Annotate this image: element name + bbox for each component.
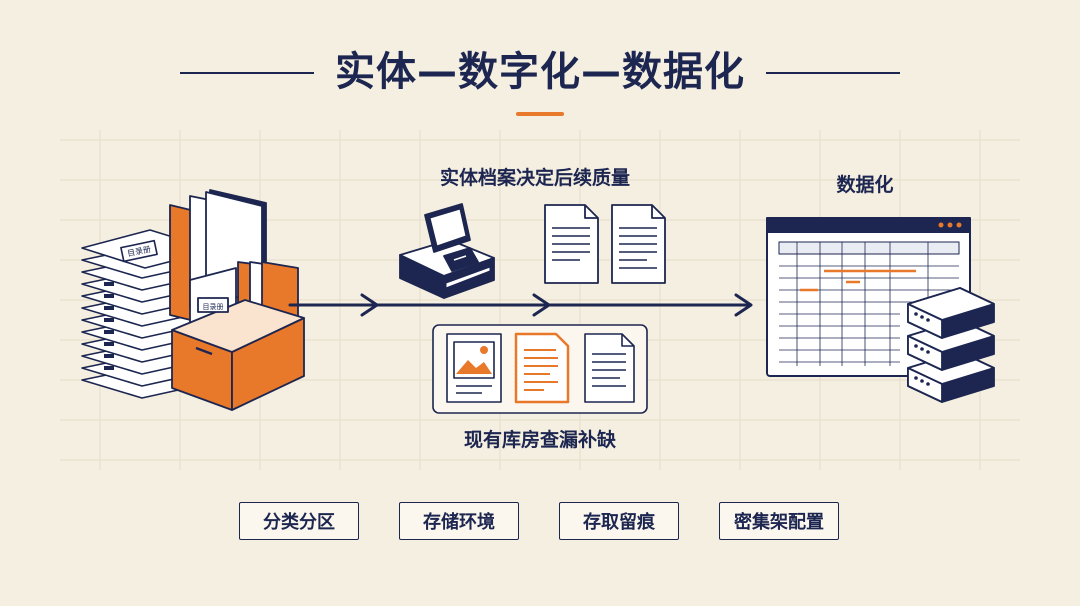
flow-arrow [288, 293, 753, 317]
title-rule-left [180, 72, 314, 74]
title-rule-right [766, 72, 900, 74]
label-datafication: 数据化 [836, 174, 894, 196]
label-repository-check: 现有库房查漏补缺 [463, 429, 616, 451]
page-title: 实体—数字化—数据化 [335, 49, 745, 95]
server-stack-icon [907, 287, 995, 403]
title-area: 实体—数字化—数据化 [0, 42, 1080, 102]
title-accent-bar [516, 112, 564, 116]
tag-storage-environment: 存储环境 [399, 502, 519, 540]
repository-panel [432, 324, 648, 414]
document-icons-top [544, 204, 666, 284]
tag-access-trace: 存取留痕 [559, 502, 679, 540]
label-physical-quality: 实体档案决定后续质量 [439, 167, 630, 189]
tag-compact-shelving: 密集架配置 [719, 502, 839, 540]
scanner-icon [399, 203, 495, 299]
file-box-icon [171, 261, 305, 411]
folder-label-text: 目录册 [203, 303, 224, 311]
tag-classification: 分类分区 [239, 502, 359, 540]
